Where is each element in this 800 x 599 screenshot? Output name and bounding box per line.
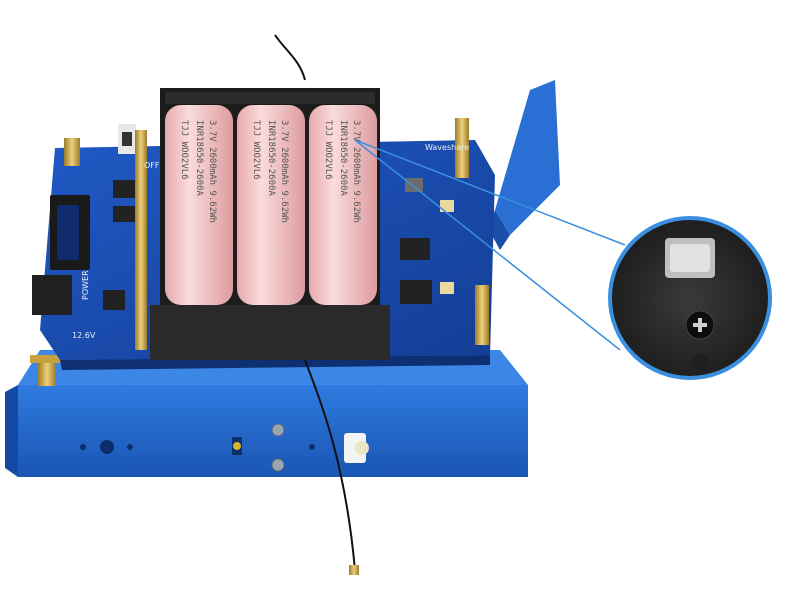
metal-case bbox=[5, 350, 528, 477]
antenna-connector bbox=[349, 565, 359, 575]
cell-1-line1: TJJ WOO2VL6 bbox=[179, 120, 189, 180]
antenna-wire-top bbox=[274, 34, 306, 81]
callout-line-bottom bbox=[354, 139, 621, 351]
antenna-wire-bottom bbox=[304, 359, 356, 571]
cell-3-line3: 3.7V 2600mAh 9.62Wh bbox=[351, 120, 361, 223]
cell-3-line1: TJJ WOO2VL6 bbox=[323, 120, 333, 180]
cell-2-line2: INR18650-2600A bbox=[266, 120, 276, 196]
battery-cell-2: TJJ WOO2VL6 INR18650-2600A 3.7V 2600mAh … bbox=[237, 105, 305, 305]
label-brand: Waveshare bbox=[425, 143, 469, 152]
battery-cell-1: TJJ WOO2VL6 INR18650-2600A 3.7V 2600mAh … bbox=[165, 105, 233, 305]
cell-2-line1: TJJ WOO2VL6 bbox=[251, 120, 261, 180]
cell-3-line2: INR18650-2600A bbox=[338, 120, 348, 196]
cell-1-line3: 3.7V 2600mAh 9.62Wh bbox=[207, 120, 217, 223]
label-switch-off: OFF bbox=[144, 161, 160, 170]
cell-1-line2: INR18650-2600A bbox=[194, 120, 204, 196]
cell-2-line3: 3.7V 2600mAh 9.62Wh bbox=[279, 120, 289, 223]
callout-magnifier bbox=[606, 214, 774, 382]
label-power: POWER bbox=[81, 270, 90, 300]
battery-cell-3: TJJ WOO2VL6 INR18650-2600A 3.7V 2600mAh … bbox=[309, 105, 377, 305]
callout-line-top bbox=[354, 139, 626, 246]
label-voltage: 12.6V bbox=[72, 331, 96, 340]
side-bracket bbox=[488, 80, 560, 250]
